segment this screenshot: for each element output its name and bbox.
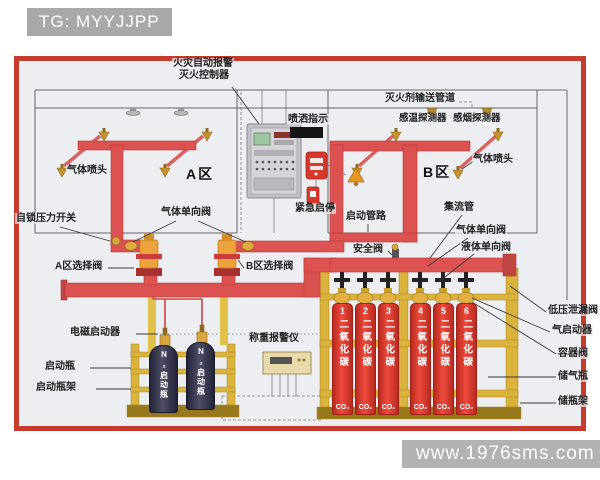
cylinder-name: 二氧化碳	[415, 319, 427, 369]
label-storage-cylinder: 储气瓶	[557, 371, 589, 382]
gas-nozzle-icon	[159, 164, 171, 178]
cylinder-formula: CO₂	[358, 404, 373, 411]
label-start-pipeline: 启动管路	[345, 211, 387, 222]
label-gas-check-valve-right: 气体单向阀	[455, 225, 507, 236]
label-solenoid-actuator: 电磁启动器	[69, 327, 121, 338]
label-zone-a: A区	[186, 166, 215, 182]
label-liquid-check-valve: 液体单向阀	[460, 242, 512, 253]
cylinder-number: 6	[463, 306, 469, 316]
spray-indicator-display	[290, 127, 323, 138]
cylinder-number: 2	[362, 306, 368, 316]
label-storage-rack: 储瓶架	[557, 396, 589, 407]
tag-badge: TG: MYYJJPP	[27, 8, 172, 36]
cylinder-name: 二氧化碳	[383, 319, 395, 369]
cylinder-name: 二氧化碳	[461, 319, 473, 369]
co2-cylinder: 3 二氧化碳 CO₂	[378, 303, 399, 415]
pilot-drop-lines	[148, 297, 228, 355]
co2-cylinder: 1 二氧化碳 CO₂	[332, 303, 353, 415]
leader-lines	[59, 86, 557, 404]
label-zone-a-selection-valve: A区选择阀	[54, 261, 104, 272]
starter-bottle-rack	[126, 343, 240, 418]
ceiling-detectors	[125, 107, 493, 116]
label-gas-nozzle-a: 气体喷头	[66, 165, 108, 176]
cylinder-number: 3	[385, 306, 391, 316]
label-safety-valve: 安全阀	[352, 244, 384, 255]
n2-starter-bottle: N₂启动瓶	[186, 342, 215, 410]
detector-icon	[481, 107, 493, 114]
co2-cylinder: 2 二氧化碳 CO₂	[355, 303, 376, 415]
label-self-locking-pressure-switch: 自锁压力开关	[15, 213, 77, 224]
fire-bell-icon	[347, 166, 365, 186]
gas-check-valve-icon	[124, 241, 255, 251]
label-spray-indicator: 喷洒指示	[287, 114, 329, 125]
emergency-stop-device	[306, 186, 320, 205]
label-controller-line2: 灭火控制器	[178, 70, 230, 81]
label-gas-actuator: 气启动器	[551, 325, 593, 336]
bottle-label: N₂启动瓶	[159, 350, 169, 400]
cylinder-number: 5	[440, 306, 446, 316]
pressure-switch-fitting	[111, 236, 121, 246]
zone-b-piping	[226, 134, 498, 253]
cylinder-formula: CO₂	[381, 404, 396, 411]
cylinder-formula: CO₂	[335, 404, 350, 411]
label-gas-nozzle-b: 气体喷头	[472, 154, 514, 165]
label-smoke-detector: 感烟探测器	[452, 113, 502, 125]
gas-nozzle-icon	[452, 166, 464, 180]
selection-valve-b	[214, 234, 240, 276]
cylinder-number: 1	[339, 306, 345, 316]
cylinder-formula: CO₂	[459, 404, 474, 411]
co2-cylinder: 5 二氧化碳 CO₂	[433, 303, 454, 415]
manifold-pipe	[329, 253, 517, 277]
label-starter-bottle: 启动瓶	[44, 361, 76, 372]
gas-nozzle-icon	[98, 128, 110, 142]
cylinder-head-fittings	[333, 272, 475, 304]
detector-icon	[173, 108, 189, 116]
cylinder-formula: CO₂	[413, 404, 428, 411]
label-emergency-start-stop: 紧急启停	[294, 203, 336, 214]
label-manifold: 集流管	[443, 202, 475, 213]
alarm-sounder-device	[305, 151, 328, 180]
label-low-pressure-leak-valve: 低压泄漏阀	[547, 305, 599, 316]
cylinder-formula: CO₂	[436, 404, 451, 411]
label-temp-detector: 感温探测器	[398, 113, 448, 125]
co2-cylinder: 4 二氧化碳 CO₂	[410, 303, 431, 415]
watermark-badge: www.1976sms.com	[402, 440, 600, 468]
label-controller-line1: 火灾自动报警	[172, 58, 234, 69]
gas-nozzle-icon	[201, 128, 213, 142]
selection-valve-a	[136, 234, 162, 276]
bottle-label: N₂启动瓶	[196, 347, 206, 397]
detector-icon	[125, 108, 141, 116]
label-delivery-pipe: 灭火剂输送管道	[384, 93, 456, 104]
cylinder-name: 二氧化碳	[438, 319, 450, 369]
label-container-valve: 容器阀	[557, 348, 589, 359]
label-zone-b-selection-valve: B区选择阀	[245, 261, 295, 272]
controller-panel	[246, 123, 302, 199]
label-zone-b: B区	[423, 164, 452, 180]
cylinder-number: 4	[417, 306, 423, 316]
pilot-tubing	[152, 297, 203, 332]
cylinder-name: 二氧化碳	[337, 319, 349, 369]
co2-cylinder: 6 二氧化碳 CO₂	[456, 303, 477, 415]
gas-nozzle-icon	[492, 128, 504, 142]
gas-nozzle-icon	[56, 164, 68, 178]
zone-a-piping	[62, 134, 205, 253]
n2-starter-bottle: N₂启动瓶	[149, 345, 178, 413]
label-weighing-alarm: 称重报警仪	[248, 333, 300, 344]
label-gas-check-valve-mid: 气体单向阀	[160, 207, 212, 218]
safety-valve-icon	[391, 243, 399, 258]
gas-nozzle-icon	[390, 128, 402, 142]
label-starter-bottle-rack: 启动瓶架	[35, 382, 77, 393]
cylinder-name: 二氧化碳	[360, 319, 372, 369]
distribution-pipe	[60, 257, 337, 301]
weighing-device	[262, 351, 312, 375]
